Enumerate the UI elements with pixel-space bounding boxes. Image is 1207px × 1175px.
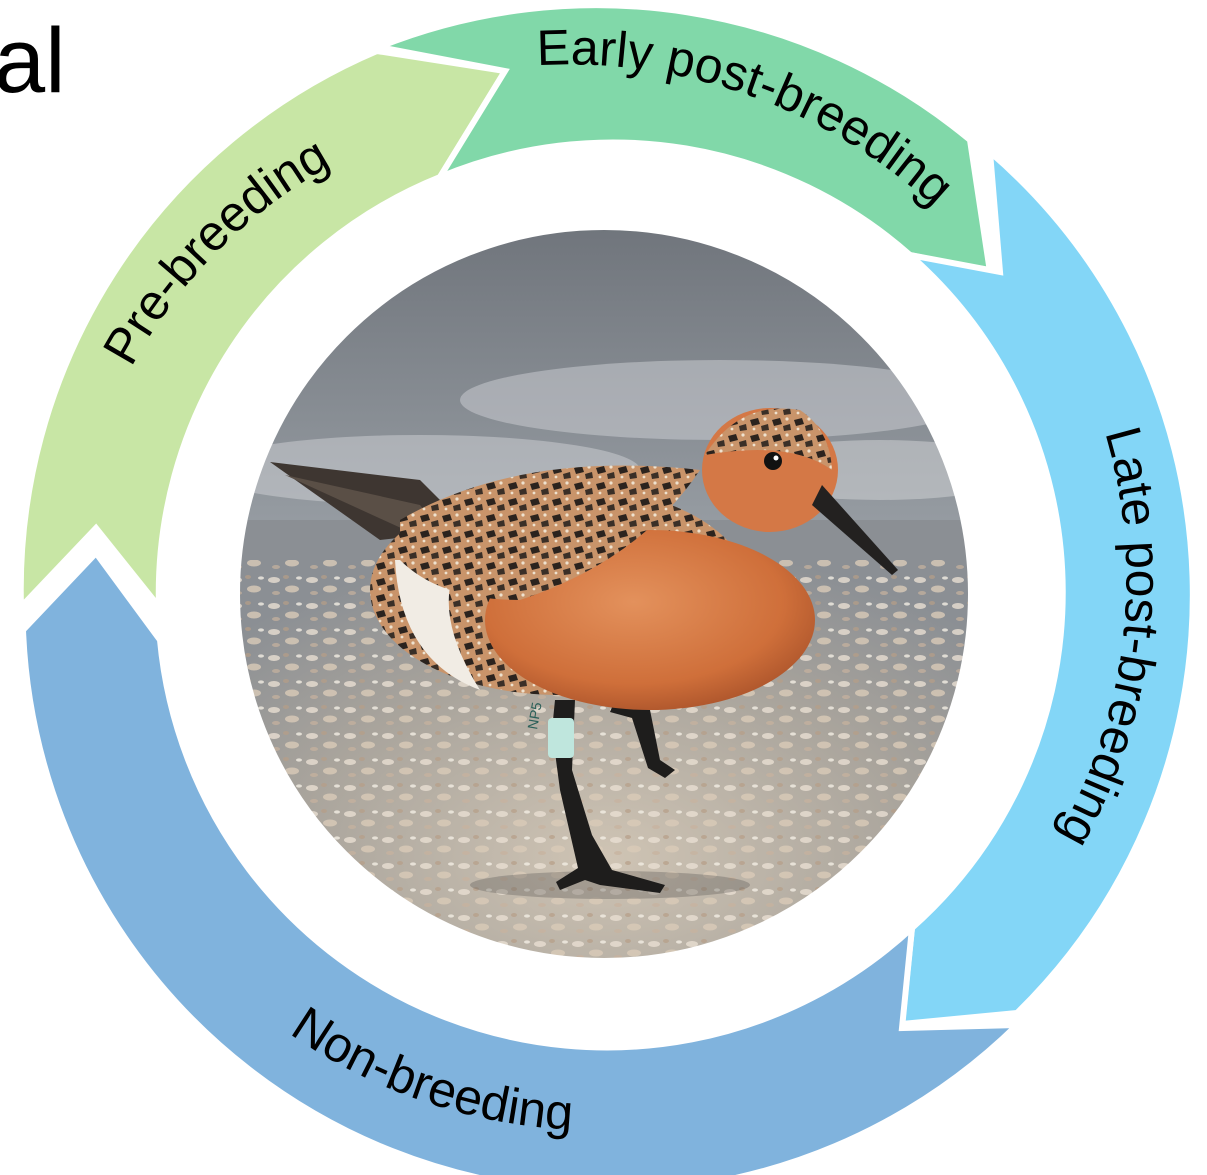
corner-label: al bbox=[0, 10, 66, 112]
bird-photo: NP5 bbox=[200, 220, 1030, 970]
